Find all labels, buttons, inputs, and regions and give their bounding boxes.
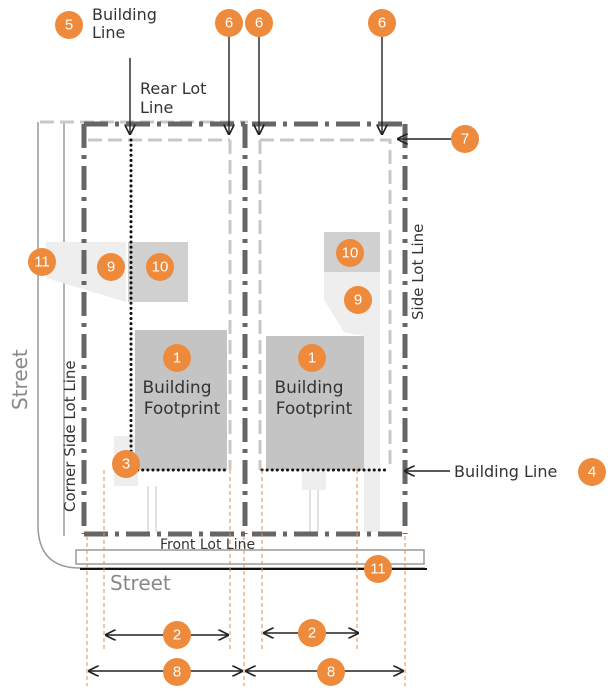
label-street-left: Street xyxy=(8,349,32,410)
walkway-right xyxy=(309,490,319,532)
label-building-line-top-1: Building xyxy=(92,5,157,24)
marker-8-left: 8 xyxy=(163,658,191,686)
footprint-label-left-1: Building xyxy=(143,378,212,398)
footprint-label-right-2: Footprint xyxy=(276,399,353,419)
svg-text:10: 10 xyxy=(342,245,359,262)
svg-text:3: 3 xyxy=(122,456,130,473)
svg-text:6: 6 xyxy=(225,15,233,32)
marker-1-left: 1 xyxy=(163,344,191,372)
label-street-bottom: Street xyxy=(110,571,171,595)
label-rear-lot-line-2: Line xyxy=(140,98,173,117)
marker-7: 7 xyxy=(451,125,479,153)
marker-5: 5 xyxy=(55,11,83,39)
svg-text:8: 8 xyxy=(173,664,181,681)
label-building-line-top-2: Line xyxy=(92,23,125,42)
side-yard-area-right xyxy=(324,272,380,532)
driveway-pad-right xyxy=(302,472,326,490)
label-building-line-right: Building Line xyxy=(454,462,557,481)
svg-text:6: 6 xyxy=(378,15,386,32)
label-front-lot-line: Front Lot Line xyxy=(160,537,255,553)
label-corner-side-lot-line: Corner Side Lot Line xyxy=(61,360,79,512)
walkways xyxy=(147,486,319,532)
svg-text:7: 7 xyxy=(461,131,469,148)
marker-6-a: 6 xyxy=(215,9,243,37)
marker-1-right: 1 xyxy=(298,344,326,372)
svg-text:11: 11 xyxy=(370,561,386,578)
walkway-left xyxy=(147,486,157,532)
label-rear-lot-line-1: Rear Lot xyxy=(140,79,206,98)
marker-2-left: 2 xyxy=(163,621,191,649)
marker-10-left: 10 xyxy=(146,253,174,281)
dimension-guides xyxy=(86,470,406,686)
svg-text:2: 2 xyxy=(173,627,181,644)
svg-text:9: 9 xyxy=(354,292,362,309)
marker-11-bottom: 11 xyxy=(364,555,392,583)
footprint-label-right-1: Building xyxy=(275,378,344,398)
svg-text:1: 1 xyxy=(308,350,316,367)
sidewalk-strip xyxy=(75,549,425,565)
callout-arrows xyxy=(89,36,455,671)
svg-text:5: 5 xyxy=(65,17,73,34)
building-line-right-lot xyxy=(260,138,392,470)
marker-9-right: 9 xyxy=(344,286,372,314)
svg-text:8: 8 xyxy=(327,664,335,681)
marker-9-left: 9 xyxy=(97,253,125,281)
svg-text:2: 2 xyxy=(308,625,316,642)
label-side-lot-line: Side Lot Line xyxy=(409,224,427,320)
marker-11-left: 11 xyxy=(28,248,56,276)
svg-text:9: 9 xyxy=(107,259,115,276)
marker-4: 4 xyxy=(578,458,606,486)
street-curb-outer xyxy=(37,122,425,569)
street-edges xyxy=(37,122,425,569)
marker-6-c: 6 xyxy=(368,9,396,37)
svg-text:11: 11 xyxy=(34,254,50,271)
marker-2-right: 2 xyxy=(298,619,326,647)
marker-3: 3 xyxy=(112,450,140,478)
marker-10-right: 10 xyxy=(336,239,364,267)
marker-8-right: 8 xyxy=(317,658,345,686)
footprint-label-left-2: Footprint xyxy=(144,399,221,419)
svg-text:4: 4 xyxy=(588,464,596,481)
svg-text:10: 10 xyxy=(152,259,169,276)
marker-6-b: 6 xyxy=(245,9,273,37)
svg-text:1: 1 xyxy=(173,350,181,367)
svg-text:6: 6 xyxy=(255,15,263,32)
